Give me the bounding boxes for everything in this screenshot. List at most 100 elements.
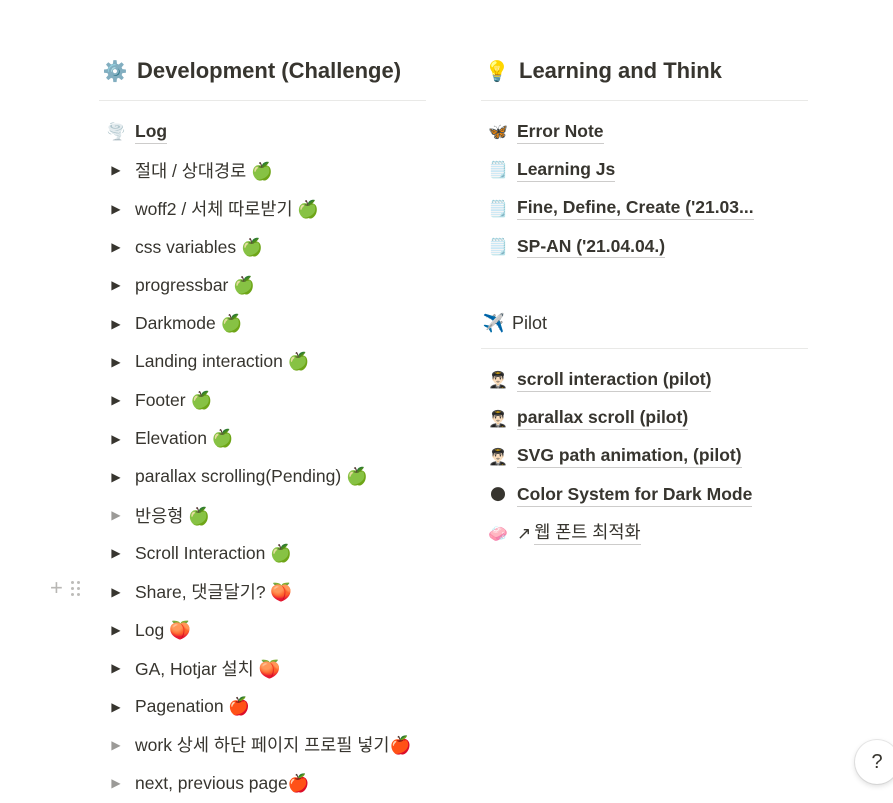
block-controls: +: [50, 575, 80, 600]
toggle-block[interactable]: ▶ woff2 / 서체 따로받기 🍏: [99, 190, 426, 228]
toggle-block[interactable]: ▶ work 상세 하단 페이지 프로필 넣기🍎: [99, 726, 426, 764]
page-link[interactable]: 👨🏻‍✈️ scroll interaction (pilot): [481, 361, 808, 399]
toggle-block[interactable]: ▶ Log 🍑: [99, 611, 426, 649]
soap-icon: 🧼: [488, 525, 508, 543]
toggle-block[interactable]: ▶ GA, Hotjar 설치 🍑: [99, 649, 426, 687]
lightbulb-icon: 💡: [484, 60, 510, 83]
page-link-log[interactable]: 🌪️ Log: [99, 113, 426, 151]
page-link[interactable]: 🦋 Error Note: [481, 113, 808, 151]
toggle-label: parallax scrolling(Pending) 🍏: [135, 466, 368, 487]
toggle-block[interactable]: ▶ Elevation 🍏: [99, 419, 426, 457]
toggle-block[interactable]: ▶ Landing interaction 🍏: [99, 343, 426, 381]
toggle-triangle-icon[interactable]: ▶: [111, 623, 121, 637]
toggle-block[interactable]: ▶ progressbar 🍏: [99, 266, 426, 304]
toggle-block[interactable]: ▶ 절대 / 상대경로 🍏: [99, 151, 426, 189]
page-link[interactable]: 🗒️ Fine, Define, Create ('21.03...: [481, 190, 808, 228]
notepad-icon: 🗒️: [488, 162, 508, 180]
notepad-icon: 🗒️: [488, 200, 508, 218]
toggle-label: work 상세 하단 페이지 프로필 넣기🍎: [135, 735, 412, 756]
page-link-label[interactable]: SP-AN ('21.04.04.): [517, 236, 666, 259]
toggle-triangle-icon[interactable]: ▶: [111, 508, 121, 523]
page-link-label[interactable]: Fine, Define, Create ('21.03...: [517, 197, 754, 221]
development-column: ⚙️ Development (Challenge) 🌪️ Log ▶ 절대 / …: [99, 52, 426, 802]
toggle-label: Elevation 🍏: [135, 428, 234, 449]
toggle-label: woff2 / 서체 따로받기 🍏: [135, 199, 320, 220]
notepad-icon: 🗒️: [488, 239, 508, 257]
page-link-label[interactable]: Log: [135, 121, 168, 144]
page-link[interactable]: 🌑 Color System for Dark Mode: [481, 476, 808, 514]
toggle-triangle-icon[interactable]: ▶: [111, 776, 121, 791]
page-link-label[interactable]: Learning Js: [517, 159, 616, 182]
page-link-label[interactable]: Error Note: [517, 121, 604, 144]
help-button[interactable]: ?: [855, 740, 893, 784]
toggle-label: Footer 🍏: [135, 389, 213, 410]
toggle-label: Log 🍑: [135, 619, 191, 640]
toggle-block[interactable]: ▶ Pagenation 🍎: [99, 687, 426, 725]
toggle-label: Landing interaction 🍏: [135, 351, 310, 372]
page-link[interactable]: 👨🏻‍✈️ parallax scroll (pilot): [481, 399, 808, 437]
external-link-label[interactable]: 웹 폰트 최적화: [534, 522, 641, 545]
toggle-label: progressbar 🍏: [135, 274, 256, 295]
page-link-label[interactable]: scroll interaction (pilot): [517, 369, 712, 392]
pilot-heading[interactable]: ✈️ Pilot: [481, 308, 808, 338]
pilot-page-list: 👨🏻‍✈️ scroll interaction (pilot) 👨🏻‍✈️ para…: [481, 361, 808, 514]
pilot-icon: 👨🏻‍✈️: [488, 410, 508, 428]
toggle-block[interactable]: ▶ 반응형 🍏: [99, 496, 426, 534]
divider: [481, 100, 808, 101]
toggle-label: next, previous page🍎: [135, 772, 310, 793]
toggle-label: Darkmode 🍏: [135, 313, 243, 334]
page-link[interactable]: 👨🏻‍✈️ SVG path animation, (pilot): [481, 438, 808, 476]
toggle-triangle-icon[interactable]: ▶: [111, 661, 121, 676]
toggle-triangle-icon[interactable]: ▶: [111, 546, 121, 561]
dark-circle-icon: 🌑: [489, 487, 507, 505]
page-link[interactable]: 🗒️ Learning Js: [481, 151, 808, 189]
toggle-triangle-icon[interactable]: ▶: [111, 278, 121, 293]
learning-heading-title: Learning and Think: [519, 58, 722, 83]
toggle-triangle-icon[interactable]: ▶: [111, 469, 121, 484]
toggle-label: Scroll Interaction 🍏: [135, 542, 292, 563]
toggle-triangle-icon[interactable]: ▶: [111, 699, 121, 714]
external-link-web-font[interactable]: 🧼 ↗ 웹 폰트 최적화: [481, 514, 808, 552]
divider: [99, 100, 426, 101]
toggle-triangle-icon[interactable]: ▶: [111, 163, 121, 178]
development-heading-title: Development (Challenge): [137, 58, 402, 83]
toggle-triangle-icon[interactable]: ▶: [111, 201, 121, 216]
toggle-block[interactable]: ▶ Footer 🍏: [99, 381, 426, 419]
airplane-icon: ✈️: [482, 312, 506, 333]
tornado-icon: 🌪️: [106, 124, 126, 142]
pilot-icon: 👨🏻‍✈️: [488, 448, 508, 466]
toggle-block[interactable]: ▶Share, 댓글달기? 🍑: [99, 573, 426, 611]
toggle-label: Pagenation 🍎: [135, 696, 251, 717]
page-link-label[interactable]: SVG path animation, (pilot): [517, 445, 742, 469]
drag-handle-icon[interactable]: [70, 580, 80, 596]
page-link-label[interactable]: parallax scroll (pilot): [517, 407, 689, 431]
toggle-triangle-icon[interactable]: ▶: [111, 584, 121, 599]
development-heading[interactable]: ⚙️ Development (Challenge): [99, 52, 426, 90]
butterfly-icon: 🦋: [488, 124, 508, 142]
page-link[interactable]: 🗒️ SP-AN ('21.04.04.): [481, 228, 808, 266]
toggle-block[interactable]: ▶ next, previous page🍎: [99, 764, 426, 802]
toggle-block[interactable]: ▶ Darkmode 🍏: [99, 304, 426, 342]
toggle-triangle-icon[interactable]: ▶: [111, 393, 121, 408]
learning-column: 💡 Learning and Think 🦋 Error Note 🗒️ Learni…: [481, 52, 808, 553]
toggle-triangle-icon[interactable]: ▶: [111, 354, 121, 369]
gear-icon: ⚙️: [102, 60, 128, 83]
learning-heading[interactable]: 💡 Learning and Think: [481, 52, 808, 90]
toggle-triangle-icon[interactable]: ▶: [111, 240, 121, 255]
toggle-label: 반응형 🍏: [135, 505, 210, 526]
pilot-heading-title: Pilot: [512, 312, 548, 333]
pilot-icon: 👨🏻‍✈️: [488, 372, 508, 390]
toggle-label: 절대 / 상대경로 🍏: [135, 160, 273, 181]
toggle-block[interactable]: ▶ Scroll Interaction 🍏: [99, 534, 426, 572]
toggle-triangle-icon[interactable]: ▶: [111, 737, 121, 752]
add-block-icon[interactable]: +: [50, 575, 63, 600]
toggle-block[interactable]: ▶ css variables 🍏: [99, 228, 426, 266]
page-link-label[interactable]: Color System for Dark Mode: [517, 484, 753, 507]
toggle-triangle-icon[interactable]: ▶: [111, 431, 121, 446]
toggle-block[interactable]: ▶ parallax scrolling(Pending) 🍏: [99, 458, 426, 496]
learning-page-list: 🦋 Error Note 🗒️ Learning Js 🗒️ Fine, Define, …: [481, 113, 808, 266]
toggle-label: GA, Hotjar 설치 🍑: [135, 658, 281, 679]
toggle-triangle-icon[interactable]: ▶: [111, 316, 121, 331]
divider: [481, 348, 808, 350]
toggle-label: css variables 🍏: [135, 236, 263, 257]
